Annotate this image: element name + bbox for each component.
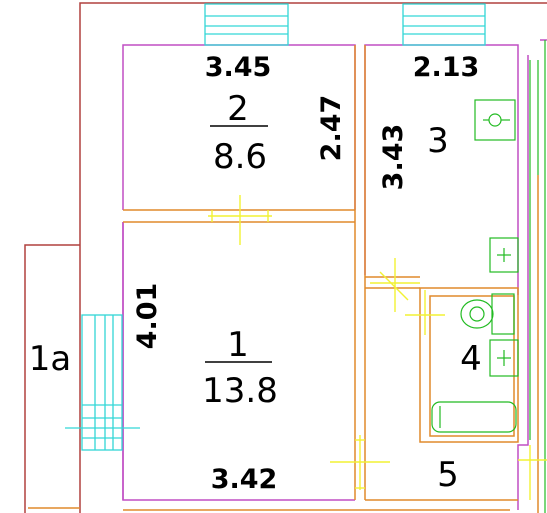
outer-wall-top: [79, 2, 547, 513]
dim-room3-width: 2.13: [413, 52, 480, 83]
dim-room3-depth: 3.43: [378, 124, 409, 191]
room1a-number: 1a: [29, 339, 71, 379]
doors: [208, 195, 547, 500]
room5-number: 5: [437, 455, 459, 495]
outer-wall-balcony: [24, 244, 80, 513]
washbasin-icon: [489, 339, 519, 377]
sink-room3-icon: [474, 99, 516, 141]
window-room2: [204, 3, 289, 46]
door-room3: [370, 258, 420, 312]
toilet-icon: [460, 293, 515, 335]
room2-area: 8.6: [213, 137, 267, 177]
outer-walls: [24, 2, 547, 513]
room2-number: 2: [227, 89, 249, 129]
bathtub-icon: [431, 401, 517, 433]
room-labels: 2 8.6 3 1 13.8 4 5 1a: [29, 89, 482, 495]
room3-number: 3: [427, 121, 449, 161]
stove-icon: [489, 237, 519, 273]
balcony-door-window: [65, 314, 140, 451]
dim-room2-depth: 2.47: [316, 95, 347, 162]
bathroom-inner: [429, 295, 515, 437]
dimension-labels: 3.45 2.13 3.42 2.47 3.43 4.01: [132, 52, 479, 495]
door-room1-hall: [330, 435, 390, 490]
fixtures: [431, 99, 519, 433]
window-room3: [402, 3, 486, 46]
dim-room1-depth: 4.01: [132, 283, 163, 350]
door-room2-room1: [208, 195, 272, 245]
dim-room2-width: 3.45: [205, 52, 272, 83]
door-bottom-right: [518, 445, 547, 500]
room1-area: 13.8: [202, 371, 278, 411]
inner-walls: [28, 45, 539, 513]
right-magenta: [517, 55, 529, 510]
door-bathroom: [405, 290, 445, 335]
right-green-strip: [529, 40, 546, 513]
room1-number: 1: [227, 325, 249, 365]
windows: [65, 3, 486, 451]
dim-room1-width: 3.42: [211, 464, 278, 495]
room4-number: 4: [460, 339, 482, 379]
